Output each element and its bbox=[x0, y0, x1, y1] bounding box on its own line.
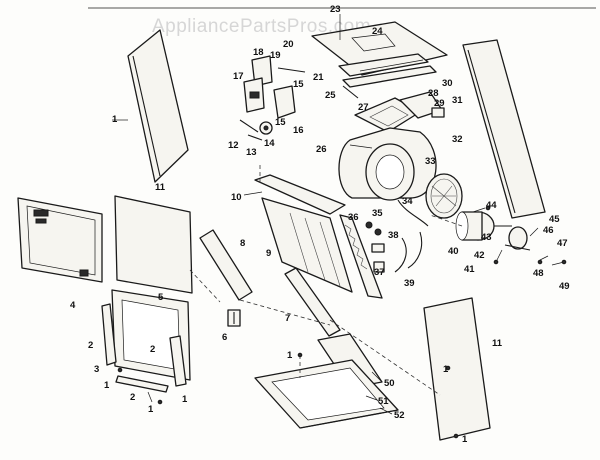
watermark: AppliancePartsPros.com bbox=[152, 16, 371, 37]
label-19: 19 bbox=[270, 50, 281, 61]
label-23: 23 bbox=[330, 4, 341, 15]
label-46: 46 bbox=[543, 225, 554, 236]
label-26: 26 bbox=[316, 144, 327, 155]
dashed-leaders bbox=[189, 165, 463, 396]
label-11-left: 11 bbox=[155, 182, 166, 193]
label-36: 36 bbox=[348, 212, 359, 223]
blower-motor bbox=[455, 211, 512, 241]
label-10: 10 bbox=[231, 192, 242, 203]
label-39: 39 bbox=[404, 278, 415, 289]
label-50: 50 bbox=[384, 378, 395, 389]
label-21: 21 bbox=[313, 72, 324, 83]
evaporator-coil bbox=[254, 174, 383, 299]
label-1-base-bottom: 1 bbox=[148, 404, 154, 415]
control-assembly bbox=[239, 55, 306, 141]
label-51: 51 bbox=[378, 396, 389, 407]
side-panel-right bbox=[462, 39, 546, 219]
label-52: 52 bbox=[394, 410, 405, 421]
label-14: 14 bbox=[264, 138, 275, 149]
label-24: 24 bbox=[372, 26, 383, 37]
label-16: 16 bbox=[293, 125, 304, 136]
label-3: 3 bbox=[94, 364, 99, 375]
label-30: 30 bbox=[442, 78, 453, 89]
label-29: 29 bbox=[434, 98, 445, 109]
label-8: 8 bbox=[240, 238, 245, 249]
front-panel bbox=[423, 297, 491, 441]
label-48: 48 bbox=[533, 268, 544, 279]
clip bbox=[227, 309, 241, 327]
access-panel bbox=[114, 195, 193, 294]
label-31: 31 bbox=[452, 95, 463, 106]
label-44: 44 bbox=[486, 200, 497, 211]
fittings bbox=[365, 221, 385, 273]
label-1-front-upper: 1 bbox=[443, 364, 449, 375]
label-1-pan: 1 bbox=[287, 350, 293, 361]
side-panel-left bbox=[112, 29, 189, 183]
label-5: 5 bbox=[158, 292, 164, 303]
label-33: 33 bbox=[425, 156, 436, 167]
filter-door bbox=[17, 197, 103, 283]
label-17: 17 bbox=[233, 71, 244, 82]
bracket-upper bbox=[199, 229, 253, 301]
label-leaders bbox=[147, 14, 565, 415]
label-37: 37 bbox=[374, 267, 385, 278]
label-15-top: 15 bbox=[293, 79, 304, 90]
label-27: 27 bbox=[358, 102, 369, 113]
bracket-lower bbox=[284, 267, 341, 337]
label-6: 6 bbox=[222, 332, 227, 343]
part-number-labels: 23 24 18 19 20 17 21 15 15 16 14 13 12 2… bbox=[70, 4, 570, 445]
label-45: 45 bbox=[549, 214, 560, 225]
label-1-base-left: 1 bbox=[104, 380, 110, 391]
label-13: 13 bbox=[246, 147, 257, 158]
base-frame bbox=[101, 289, 191, 393]
blower-housing bbox=[338, 127, 437, 201]
label-11-front: 11 bbox=[492, 338, 503, 349]
label-41: 41 bbox=[464, 264, 475, 275]
label-1-left-panel: 1 bbox=[112, 114, 118, 125]
label-43: 43 bbox=[481, 232, 492, 243]
label-49: 49 bbox=[559, 281, 570, 292]
label-12: 12 bbox=[228, 140, 239, 151]
label-2-left: 2 bbox=[88, 340, 93, 351]
motor-mount bbox=[504, 226, 531, 251]
label-40: 40 bbox=[448, 246, 459, 257]
label-42: 42 bbox=[474, 250, 485, 261]
label-25: 25 bbox=[325, 90, 336, 101]
wire-harness bbox=[394, 199, 429, 273]
blower-wheel bbox=[425, 173, 463, 219]
label-38: 38 bbox=[388, 230, 399, 241]
label-2-bottom: 2 bbox=[130, 392, 135, 403]
label-32: 32 bbox=[452, 134, 463, 145]
label-7: 7 bbox=[285, 313, 290, 324]
label-47: 47 bbox=[557, 238, 568, 249]
blower-housing-top bbox=[354, 91, 445, 133]
fasteners bbox=[117, 205, 567, 439]
label-1-front-bottom: 1 bbox=[462, 434, 468, 445]
label-2-mid: 2 bbox=[150, 344, 155, 355]
label-9: 9 bbox=[266, 248, 271, 259]
top-panel bbox=[311, 21, 448, 77]
top-rail bbox=[342, 65, 437, 99]
label-20: 20 bbox=[283, 39, 294, 50]
drain-pan bbox=[254, 333, 399, 429]
label-28: 28 bbox=[428, 88, 439, 99]
label-18: 18 bbox=[253, 47, 264, 58]
label-4: 4 bbox=[70, 300, 76, 311]
label-1-base-right: 1 bbox=[182, 394, 188, 405]
label-34: 34 bbox=[402, 196, 413, 207]
label-35: 35 bbox=[372, 208, 383, 219]
label-15-bottom: 15 bbox=[275, 117, 286, 128]
